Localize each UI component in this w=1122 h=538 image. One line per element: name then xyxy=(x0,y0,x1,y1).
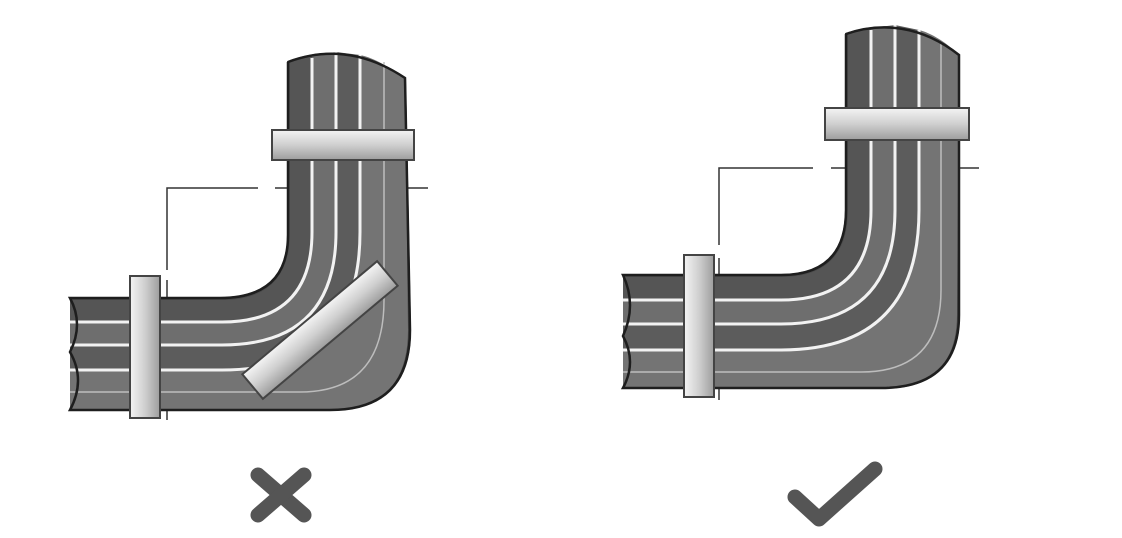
checkmark-icon xyxy=(787,461,883,527)
cross-icon xyxy=(250,467,312,523)
clamp-on-bend-angled xyxy=(240,259,400,401)
clamp-horizontal-run xyxy=(129,275,161,419)
clamp-vertical-run xyxy=(271,129,415,161)
incorrect-cable-bundle-drawing xyxy=(67,52,428,420)
cable-bundle xyxy=(620,25,961,390)
incorrect-example-panel xyxy=(0,0,561,533)
correct-example-panel xyxy=(561,0,1122,533)
clamp-horizontal-run xyxy=(683,254,715,398)
correct-cable-bundle-drawing xyxy=(620,25,979,400)
clamp-vertical-run xyxy=(824,107,970,141)
cable-bundle xyxy=(67,52,412,412)
